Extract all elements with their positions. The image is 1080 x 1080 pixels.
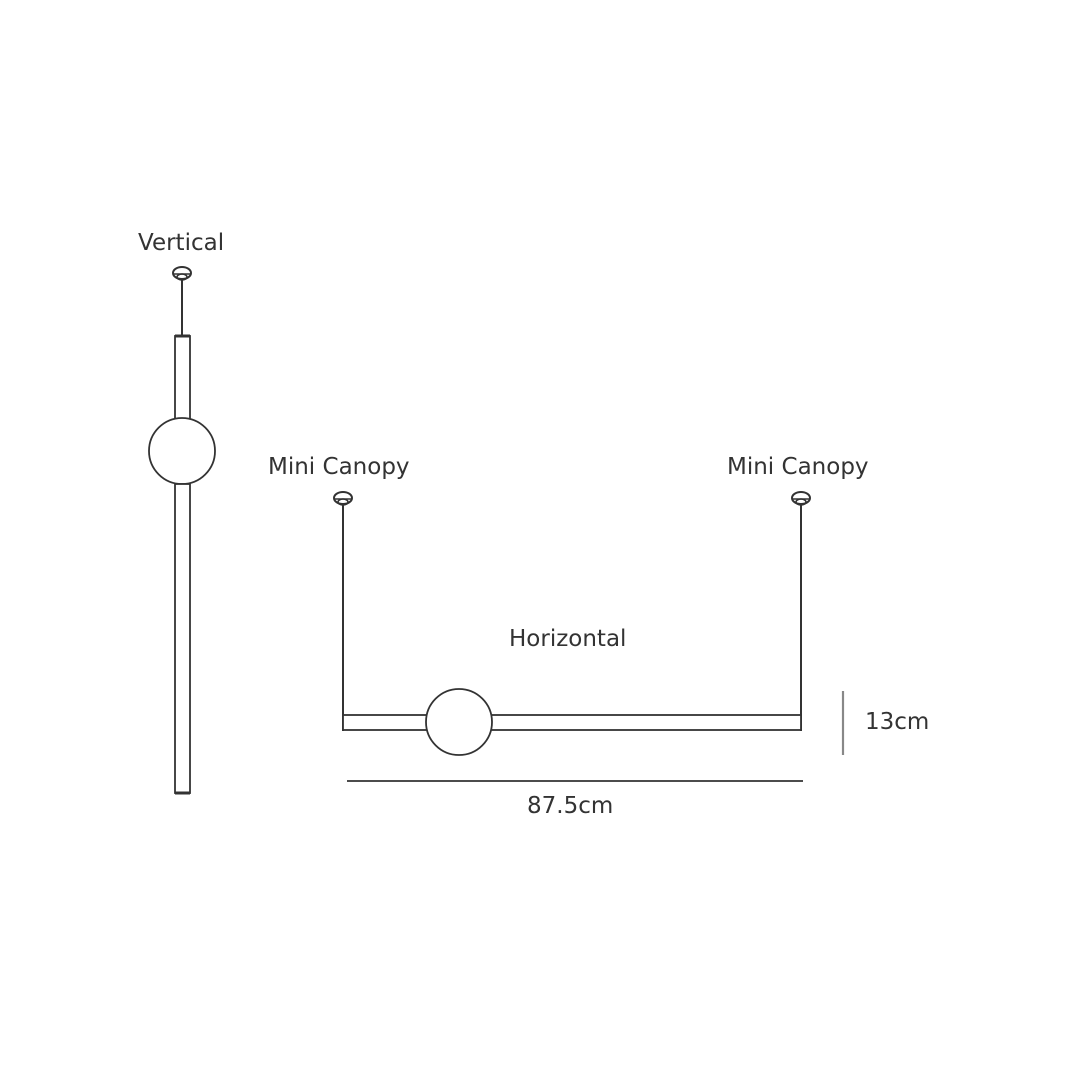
horizontal-label: Horizontal xyxy=(509,626,627,652)
left-tube xyxy=(342,714,429,731)
globe xyxy=(148,417,216,485)
horizontal-pendant xyxy=(333,491,811,756)
canopy-icon xyxy=(791,491,811,506)
width-dimension-label: 87.5cm xyxy=(527,793,614,819)
right-tube xyxy=(489,714,802,731)
lower-tube xyxy=(174,483,191,794)
mini-canopy-left-label: Mini Canopy xyxy=(268,454,410,480)
upper-tube xyxy=(174,335,191,422)
mini-canopy-right-label: Mini Canopy xyxy=(727,454,869,480)
canopy-icon xyxy=(333,491,353,506)
vertical-pendant xyxy=(148,266,216,795)
canopy-icon xyxy=(172,266,192,281)
height-dimension-label: 13cm xyxy=(865,709,930,735)
vertical-label: Vertical xyxy=(138,230,225,256)
globe xyxy=(425,688,493,756)
